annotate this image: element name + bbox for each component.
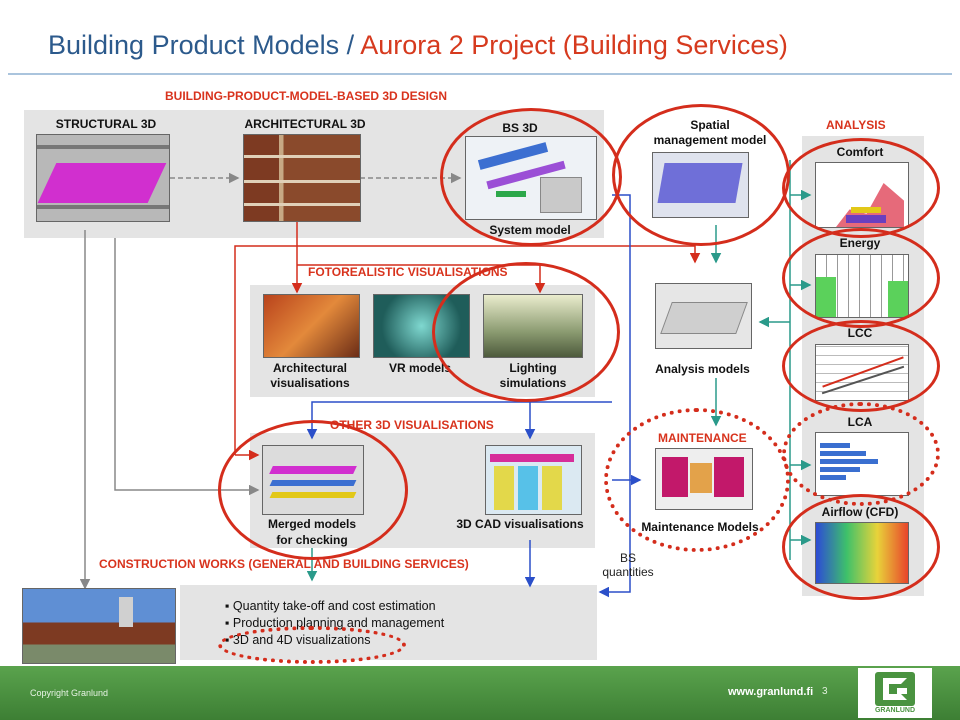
bs-quantities-label: BS quantities [598, 551, 658, 579]
granlund-logo-text: GRANLUND [874, 707, 916, 714]
analysis-models-image [655, 283, 752, 349]
title-part-1: Building Product Models / [48, 30, 361, 60]
footer-page-number: 3 [822, 686, 828, 697]
red-loop-line [234, 245, 701, 455]
construction-item: ▪ Quantity take-off and cost estimation [225, 599, 436, 613]
label-bs-2: quantities [602, 565, 654, 579]
header-analysis: ANALYSIS [826, 118, 886, 132]
architectural-3d-image [243, 134, 361, 222]
label-structural: STRUCTURAL 3D [55, 117, 157, 131]
architectural-vis-image [263, 294, 360, 358]
title-part-2: Aurora 2 Project (Building Services) [360, 30, 788, 60]
blue-bs-line [598, 194, 631, 598]
label-arch-vis-1: Architectural [272, 361, 348, 375]
highlight-ring-bs3d [440, 108, 622, 246]
structural-merged-line [114, 238, 260, 496]
highlight-ring-maintenance [604, 408, 790, 552]
highlight-ring-airflow [782, 494, 940, 600]
highlight-ring-lca [782, 402, 940, 506]
granlund-logo: GRANLUND [858, 668, 932, 718]
header-photo: FOTOREALISTIC VISUALISATIONS [308, 265, 508, 279]
highlight-ring-spatial [612, 104, 790, 246]
label-architectural: ARCHITECTURAL 3D [244, 117, 366, 131]
footer-url[interactable]: www.granlund.fi [728, 686, 814, 698]
footer-copyright: Copyright Granlund [30, 688, 109, 698]
label-bs-1: BS [619, 551, 636, 565]
highlight-ring-comfort [782, 138, 940, 238]
highlight-ring-merged [218, 420, 408, 560]
structural-3d-image [36, 134, 170, 222]
highlight-ring-lcc [782, 320, 940, 412]
highlight-ring-energy [782, 228, 940, 328]
label-cad-vis: 3D CAD visualisations [456, 517, 584, 531]
construction-photo [22, 588, 176, 664]
label-vr: VR models [388, 361, 451, 375]
header-design: BUILDING-PRODUCT-MODEL-BASED 3D DESIGN [165, 89, 448, 103]
highlight-ring-4d [218, 626, 406, 664]
title-rule [8, 73, 952, 75]
granlund-logo-mark [875, 672, 915, 706]
label-arch-vis-2: visualisations [270, 376, 350, 390]
cad-vis-image [485, 445, 582, 515]
footer-bar [0, 666, 960, 720]
header-other3d: OTHER 3D VISUALISATIONS [330, 418, 494, 432]
highlight-ring-lighting [432, 262, 620, 402]
label-analysis-models: Analysis models [655, 362, 750, 376]
slide-title: Building Product Models / Aurora 2 Proje… [48, 30, 788, 61]
header-construction: CONSTRUCTION WORKS (GENERAL AND BUILDING… [99, 557, 469, 571]
